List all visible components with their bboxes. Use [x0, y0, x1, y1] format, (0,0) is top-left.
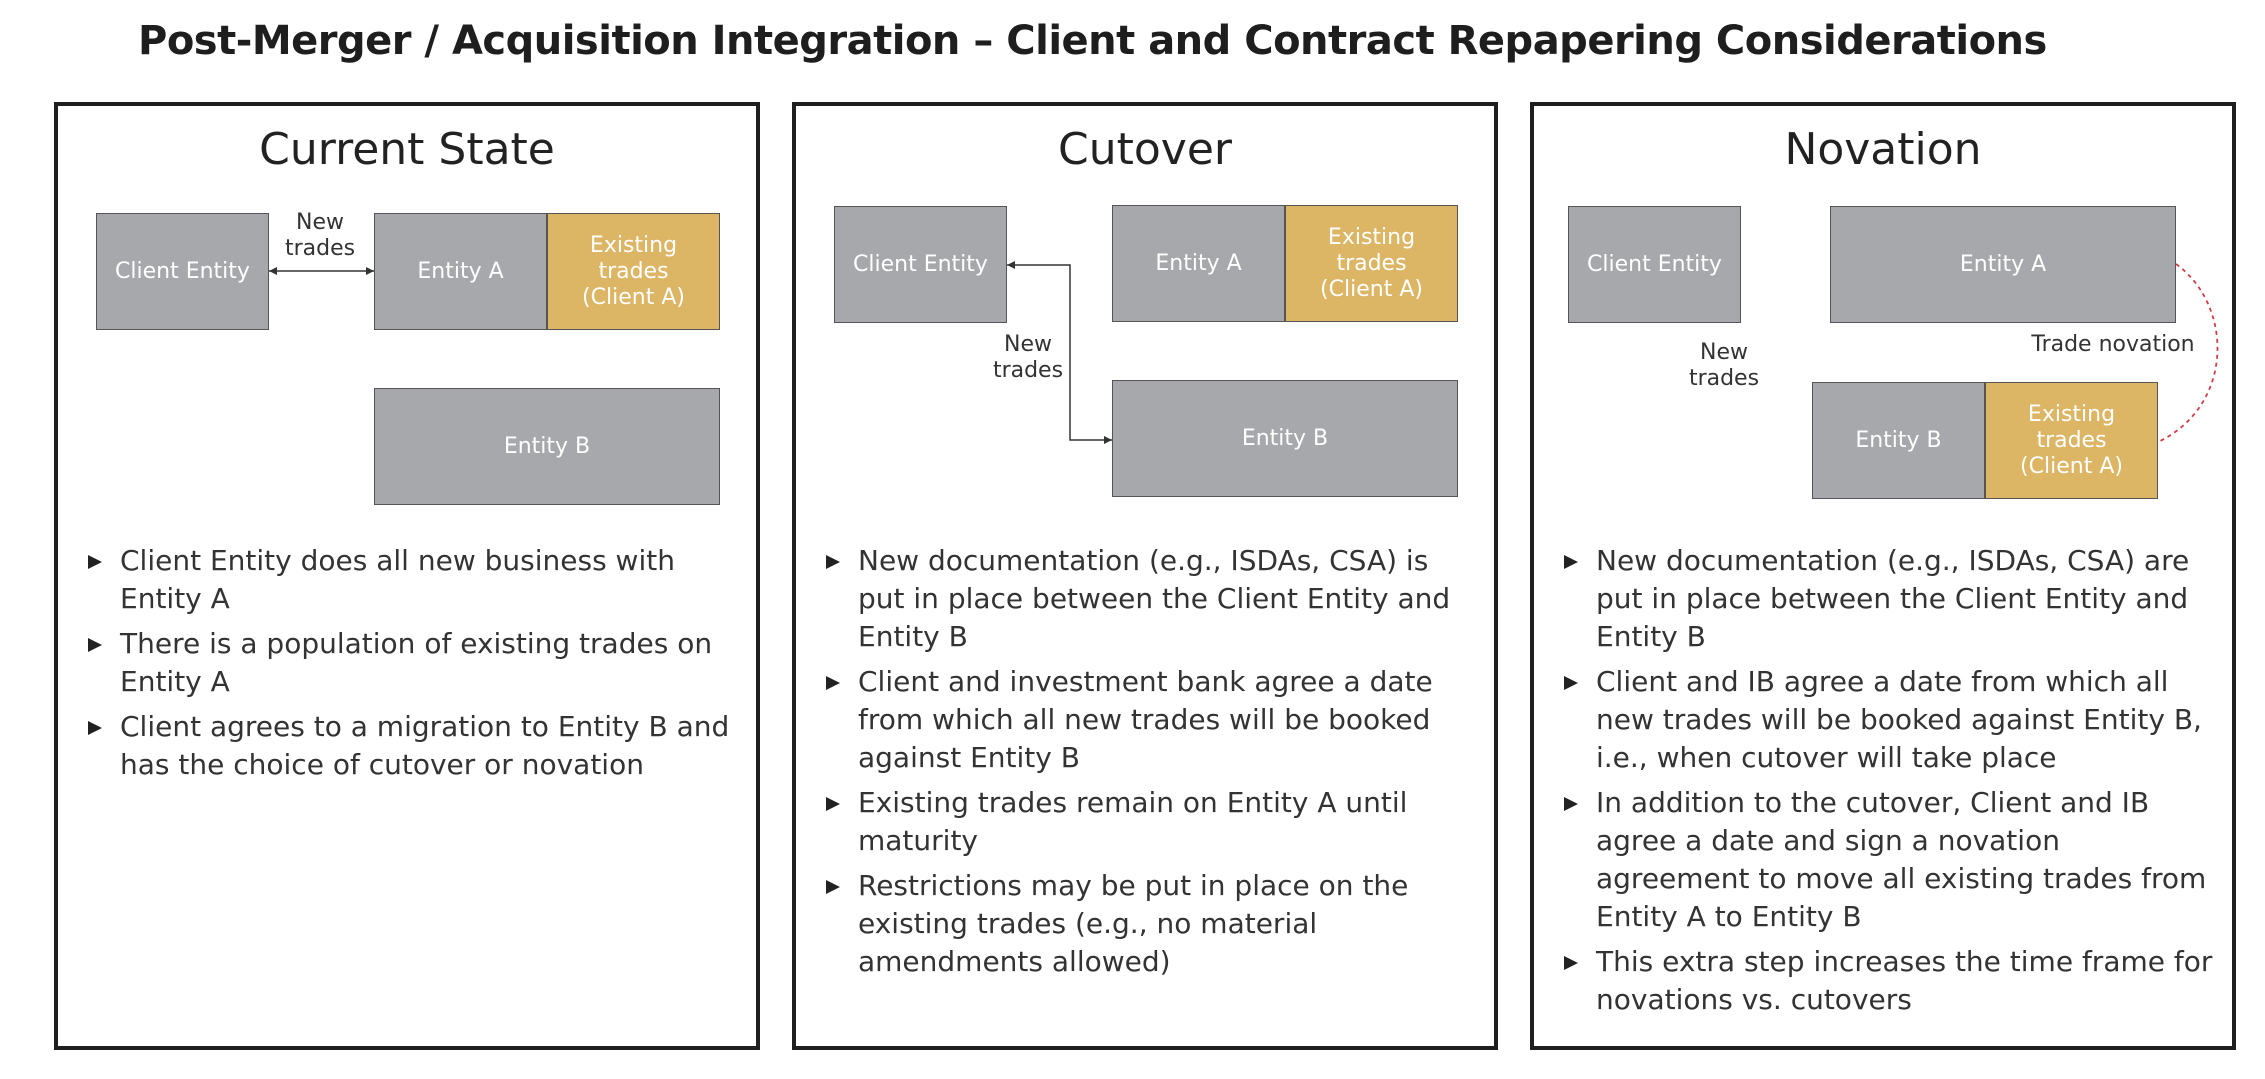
bullet-triangle-icon [826, 797, 840, 811]
new-trades-line: trades [1688, 366, 1760, 391]
client-entity-label: Client Entity [115, 258, 250, 284]
arrow-head-left [1007, 261, 1015, 269]
existing-trades-line: trades [598, 258, 669, 284]
panel-title: Current State [259, 124, 555, 175]
new-trades-line: trades [285, 236, 356, 261]
connector-line [1007, 264, 1112, 441]
entity-a-box: Entity A [1830, 206, 2176, 323]
bullet-triangle-icon [1564, 555, 1578, 569]
entity-b-box: Entity B [374, 388, 720, 505]
bullet-triangle-icon [826, 880, 840, 894]
existing-trades-line: Existing [2027, 401, 2116, 427]
entity-a-box: Entity A [374, 213, 547, 330]
bullet-text: Existing trades remain on Entity A until… [858, 786, 1408, 857]
bullet-triangle-icon [1564, 676, 1578, 690]
client-entity-box: Client Entity [834, 206, 1007, 323]
arrow-head-left [269, 267, 277, 275]
new-trades-line: New [1004, 332, 1052, 357]
new-trades-connector [269, 267, 374, 275]
existing-trades-line: trades [1336, 250, 1407, 276]
bullet-text: New documentation (e.g., ISDAs, CSA) is … [858, 544, 1451, 653]
existing-trades-line: (Client A) [1320, 276, 1423, 302]
bullet-list: New documentation (e.g., ISDAs, CSA) is … [822, 542, 1476, 988]
entity-b-label: Entity B [1855, 427, 1942, 453]
current-state-panel: Current State Client Entity Entity A Exi… [54, 102, 760, 1050]
bullet-triangle-icon [88, 555, 102, 569]
existing-trades-box: Existing trades (Client A) [1285, 205, 1458, 322]
novation-curve [2157, 263, 2219, 443]
bullet-text: This extra step increases the time frame… [1596, 945, 2213, 1016]
bullet-item: This extra step increases the time frame… [1560, 943, 2214, 1019]
existing-trades-line: (Client A) [582, 284, 685, 310]
existing-trades-line: (Client A) [2020, 453, 2123, 479]
bullet-triangle-icon [88, 638, 102, 652]
entity-b-box: Entity B [1112, 380, 1458, 497]
bullet-text: Client and IB agree a date from which al… [1596, 665, 2202, 774]
existing-trades-line: trades [2036, 427, 2107, 453]
entity-a-box: Entity A [1112, 205, 1285, 322]
page-title: Post-Merger / Acquisition Integration – … [138, 18, 2047, 64]
cutover-panel: Cutover Client Entity Entity A Existing … [792, 102, 1498, 1050]
trade-novation-label: Trade novation [2031, 332, 2195, 357]
entity-b-box: Entity B [1812, 382, 1985, 499]
entity-a-label: Entity A [417, 258, 504, 284]
new-trades-connector [1007, 261, 1112, 444]
bullet-item: There is a population of existing trades… [84, 625, 738, 701]
client-entity-label: Client Entity [1587, 251, 1722, 277]
bullet-item: Restrictions may be put in place on the … [822, 867, 1476, 981]
bullet-text: Client and investment bank agree a date … [858, 665, 1433, 774]
bullet-item: In addition to the cutover, Client and I… [1560, 784, 2214, 936]
client-entity-box: Client Entity [96, 213, 269, 330]
panel-title: Cutover [1058, 124, 1232, 175]
client-entity-label: Client Entity [853, 251, 988, 277]
new-trades-label: New trades [988, 332, 1068, 384]
bullet-item: Existing trades remain on Entity A until… [822, 784, 1476, 860]
arrow-head-right [366, 267, 374, 275]
bullet-text: New documentation (e.g., ISDAs, CSA) are… [1596, 544, 2190, 653]
novation-panel: Novation Client Entity Entity A Entity B… [1530, 102, 2236, 1050]
bullet-item: New documentation (e.g., ISDAs, CSA) is … [822, 542, 1476, 656]
bullet-triangle-icon [826, 555, 840, 569]
existing-trades-line: Existing [1327, 224, 1416, 250]
bullet-text: Client agrees to a migration to Entity B… [120, 710, 730, 781]
client-entity-box: Client Entity [1568, 206, 1741, 323]
existing-trades-box: Existing trades (Client A) [1985, 382, 2158, 499]
bullet-triangle-icon [1564, 956, 1578, 970]
panel-title: Novation [1784, 124, 1982, 175]
bullet-triangle-icon [1564, 797, 1578, 811]
new-trades-line: New [1700, 340, 1748, 365]
existing-trades-box: Existing trades (Client A) [547, 213, 720, 330]
existing-trades-line: Existing [589, 232, 678, 258]
bullet-triangle-icon [826, 676, 840, 690]
entity-a-label: Entity A [1155, 250, 1242, 276]
bullet-text: There is a population of existing trades… [120, 627, 713, 698]
bullet-text: Restrictions may be put in place on the … [858, 869, 1409, 978]
entity-a-label: Entity A [1959, 251, 2047, 277]
bullet-list: Client Entity does all new business with… [84, 542, 738, 791]
new-trades-label: New trades [1684, 340, 1764, 392]
entity-b-label: Entity B [1241, 425, 1329, 451]
bullet-item: Client and IB agree a date from which al… [1560, 663, 2214, 777]
arrow-head-right [1104, 436, 1112, 444]
bullet-item: Client Entity does all new business with… [84, 542, 738, 618]
trade-novation-link [2157, 263, 2219, 443]
bullet-item: Client agrees to a migration to Entity B… [84, 708, 738, 784]
bullet-text: Client Entity does all new business with… [120, 544, 675, 615]
bullet-list: New documentation (e.g., ISDAs, CSA) are… [1560, 542, 2214, 1026]
new-trades-line: trades [992, 358, 1064, 383]
new-trades-label: New trades [285, 210, 355, 262]
bullet-text: In addition to the cutover, Client and I… [1596, 786, 2207, 933]
bullet-item: New documentation (e.g., ISDAs, CSA) are… [1560, 542, 2214, 656]
bullet-item: Client and investment bank agree a date … [822, 663, 1476, 777]
bullet-triangle-icon [88, 721, 102, 735]
entity-b-label: Entity B [503, 433, 591, 459]
new-trades-line: New [296, 210, 344, 235]
